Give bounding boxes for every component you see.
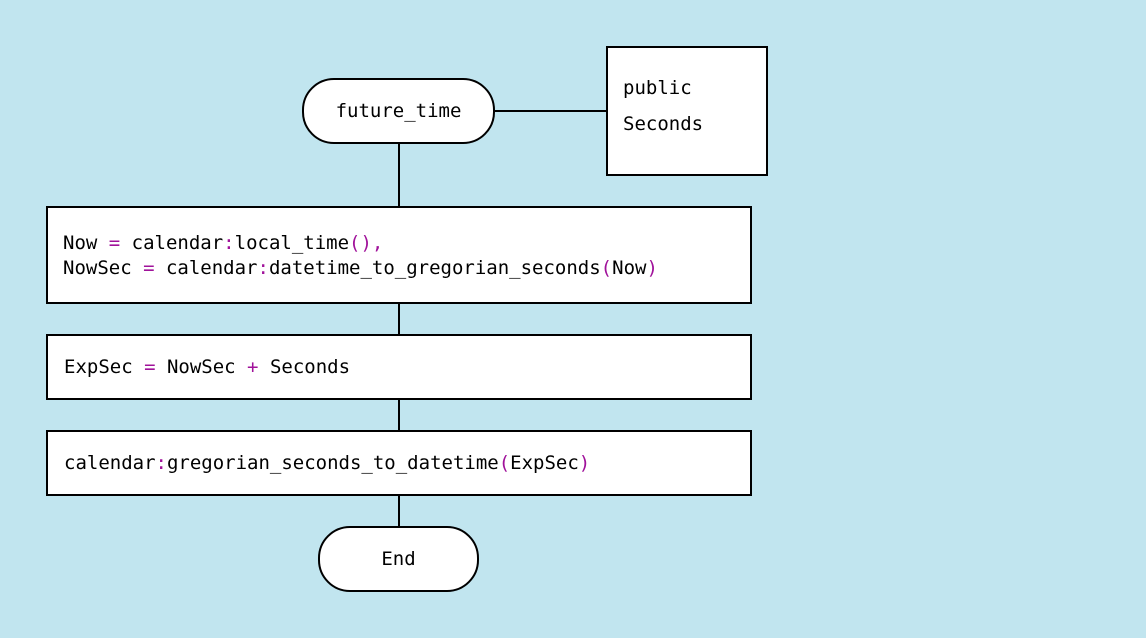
- code-token: calendar: [64, 452, 156, 474]
- code-token: local_time: [234, 232, 350, 254]
- connector-step3-to-end: [398, 494, 400, 528]
- start-terminal: future_time: [302, 78, 495, 144]
- signature-box: public Seconds: [606, 46, 768, 176]
- code-token: Seconds: [258, 356, 351, 378]
- code-operator: :: [223, 232, 235, 254]
- code-operator: ): [646, 257, 658, 279]
- start-label: future_time: [335, 100, 462, 122]
- visibility-label: public: [623, 77, 692, 99]
- code-operator: =: [108, 232, 121, 254]
- code-operator: =: [144, 356, 156, 378]
- connector-start-to-step1: [398, 142, 400, 208]
- code-operator: ): [578, 452, 591, 474]
- code-token: NowSec: [63, 257, 144, 279]
- code-token: calendar: [120, 232, 224, 254]
- code-operator: (: [600, 257, 613, 279]
- code-operator: (): [349, 232, 372, 254]
- code-line: Now = calendar:local_time(),: [63, 231, 750, 256]
- code-token: NowSec: [155, 356, 248, 378]
- code-token: Now: [612, 257, 647, 279]
- code-operator: +: [247, 356, 259, 378]
- code-token: datetime_to_gregorian_seconds: [268, 257, 601, 279]
- code-operator: ,: [371, 232, 384, 254]
- process-step-3: calendar:gregorian_seconds_to_datetime(E…: [46, 430, 752, 496]
- code-operator: (: [498, 452, 511, 474]
- code-token: gregorian_seconds_to_datetime: [166, 452, 499, 474]
- code-operator: :: [257, 257, 269, 279]
- connector-step1-to-step2: [398, 302, 400, 336]
- connector-start-to-signature: [494, 110, 608, 112]
- code-token: ExpSec: [510, 452, 579, 474]
- process-step-2: ExpSec = NowSec + Seconds: [46, 334, 752, 400]
- process-step-1: Now = calendar:local_time(), NowSec = ca…: [46, 206, 752, 304]
- code-operator: =: [143, 257, 155, 279]
- code-operator: :: [155, 452, 167, 474]
- connector-step2-to-step3: [398, 398, 400, 432]
- code-line: ExpSec = NowSec + Seconds: [64, 355, 750, 380]
- code-token: ExpSec: [64, 356, 145, 378]
- code-token: calendar: [154, 257, 258, 279]
- code-line: calendar:gregorian_seconds_to_datetime(E…: [64, 451, 750, 476]
- end-label: End: [381, 548, 416, 570]
- code-line: NowSec = calendar:datetime_to_gregorian_…: [63, 256, 750, 281]
- code-token: Now: [63, 232, 109, 254]
- param-seconds: Seconds: [623, 113, 704, 135]
- end-terminal: End: [318, 526, 479, 592]
